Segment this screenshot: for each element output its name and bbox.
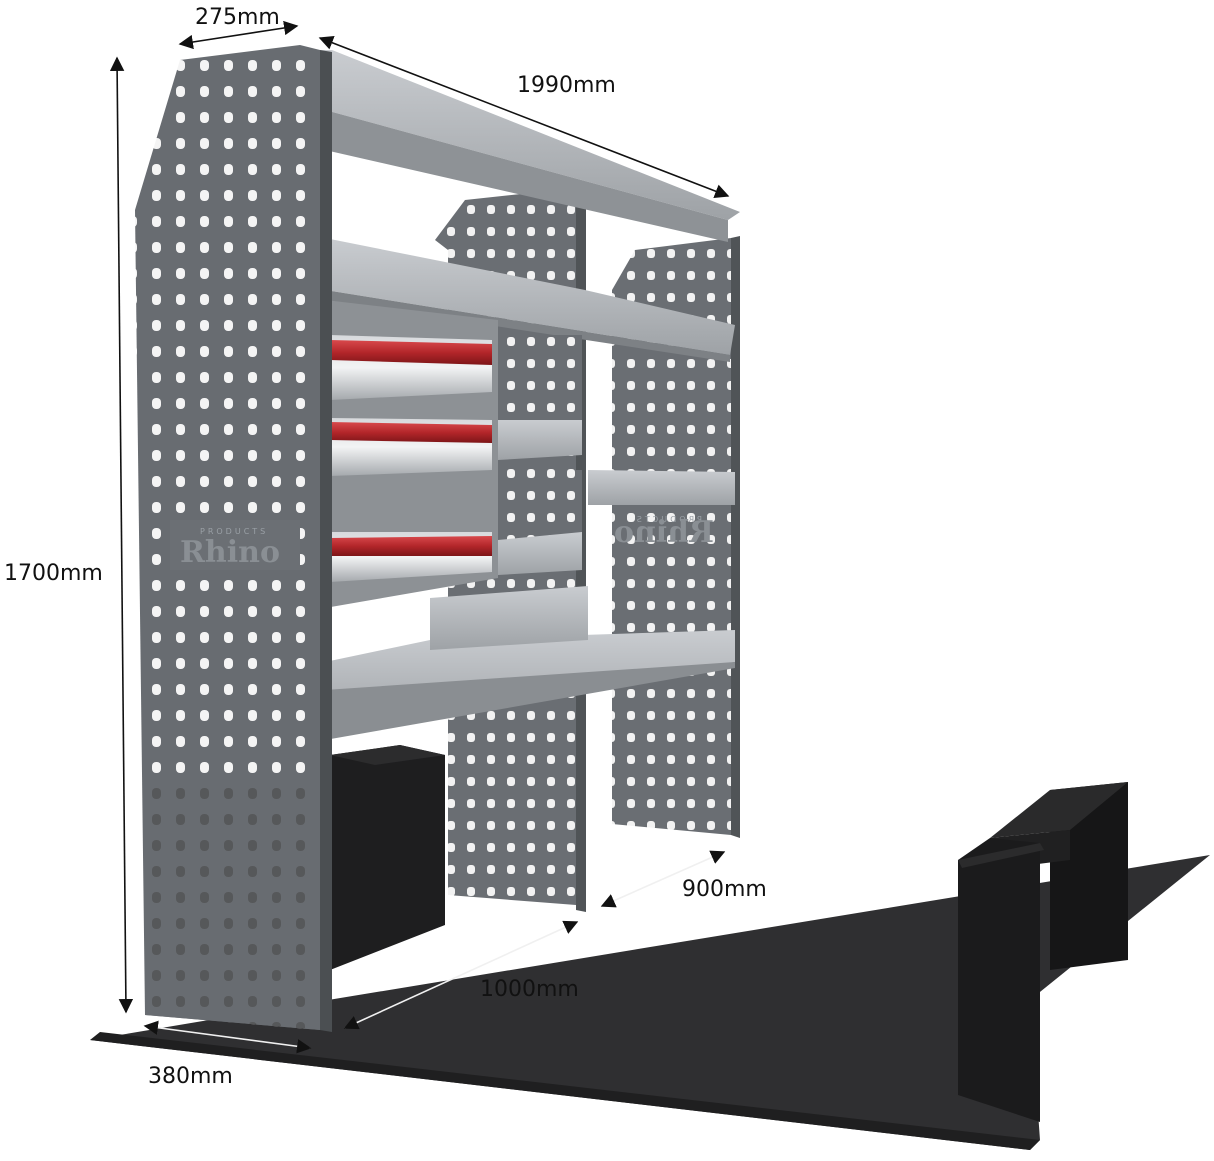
dimension-lines [109, 20, 730, 1054]
rhino-logo-front: PRODUCTS Rhino [180, 527, 280, 570]
dim-line-floor-depth [600, 850, 726, 908]
svg-text:Rhino: Rhino [614, 515, 714, 550]
dim-line-width-top [318, 35, 730, 199]
drawer-2 [330, 418, 492, 476]
rear-side-panel-right [612, 236, 740, 838]
drawer-1 [330, 335, 492, 400]
right-shelf-1 [588, 470, 735, 505]
drawer-unit [325, 300, 582, 608]
second-shelf [325, 238, 735, 362]
dim-line-height [109, 56, 134, 1014]
under-shelf-foam [330, 745, 445, 970]
dim-line-floor-length [343, 920, 579, 1030]
wheel-arch-block [958, 782, 1128, 1122]
dim-label-height: 1700mm [4, 561, 103, 586]
svg-text:PRODUCTS: PRODUCTS [200, 527, 268, 536]
svg-text:PRODUCTS: PRODUCTS [634, 515, 702, 524]
drawer-3 [330, 532, 492, 582]
dim-label-floor-length: 1000mm [480, 977, 579, 1002]
dim-line-depth-bottom [143, 1020, 312, 1054]
dim-label-depth-bottom: 380mm [148, 1064, 233, 1089]
rhino-logo-right: PRODUCTS Rhino [614, 515, 714, 550]
svg-text:Rhino: Rhino [180, 535, 280, 570]
dim-label-width-top: 1990mm [517, 73, 616, 98]
floor-mat [90, 855, 1210, 1150]
lower-shelf [325, 586, 735, 740]
dim-line-depth-top [178, 20, 299, 50]
front-end-panel [135, 45, 332, 1032]
dim-label-depth-top: 275mm [195, 5, 280, 30]
dim-label-floor-depth: 900mm [682, 877, 767, 902]
